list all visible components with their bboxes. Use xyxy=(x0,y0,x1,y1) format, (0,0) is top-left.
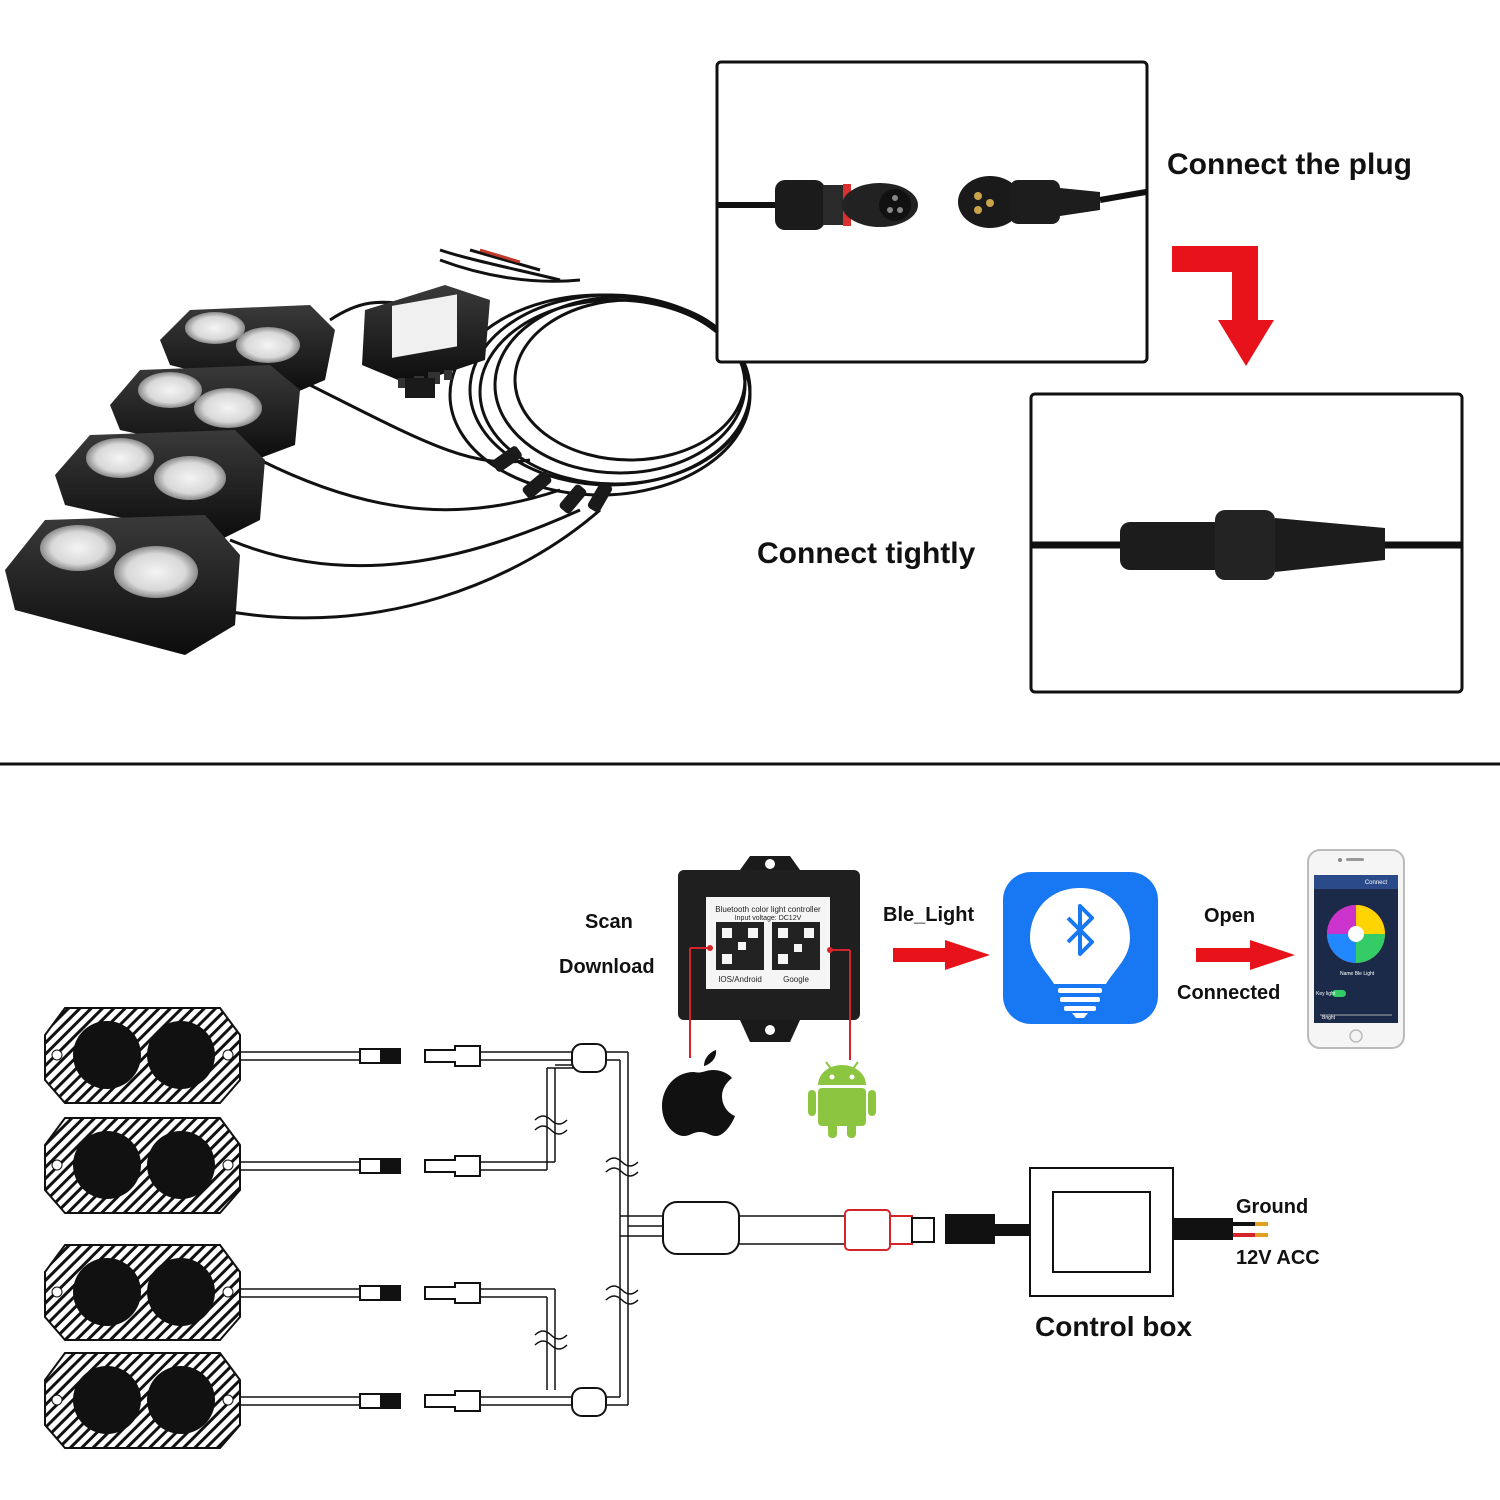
rock-light-icon-1 xyxy=(44,1007,241,1104)
controller-label-title: Bluetooth color light controller xyxy=(715,905,821,914)
plug-photo xyxy=(718,176,1147,230)
red-bent-arrow xyxy=(1172,246,1274,366)
connected-label: Connected xyxy=(1177,982,1281,1004)
controller-label-voltage: Input voltage: DC12V xyxy=(735,915,802,922)
connect-plug-label: Connect the plug xyxy=(1167,148,1412,181)
apple-icon xyxy=(662,1050,735,1136)
rock-light-icon-4 xyxy=(44,1352,241,1449)
android-icon xyxy=(808,1061,876,1138)
download-label: Download xyxy=(559,956,655,978)
red-arrow-1 xyxy=(893,940,990,970)
qr-right-label: Google xyxy=(783,975,809,984)
break-marks xyxy=(534,1115,639,1350)
smartphone xyxy=(1307,849,1405,1049)
ble-light-label: Ble_Light xyxy=(883,904,975,926)
power-leads xyxy=(1173,1218,1268,1240)
phone-header: Connect xyxy=(1365,880,1388,886)
phone-row-key: Key light xyxy=(1316,991,1336,997)
ground-label: Ground xyxy=(1236,1196,1309,1218)
rock-light-photo-3 xyxy=(55,430,265,540)
phone-row-name: Name Ble Light xyxy=(1340,971,1375,977)
rock-light-icon-3 xyxy=(44,1244,241,1341)
splitter-connectors xyxy=(424,1045,481,1412)
acc-label: 12V ACC xyxy=(1236,1247,1320,1269)
splitter-wires xyxy=(480,1051,845,1406)
cable-coil xyxy=(439,248,752,497)
bulb-icon xyxy=(1030,888,1130,1018)
open-label: Open xyxy=(1204,905,1256,927)
tight-photo xyxy=(1032,510,1461,580)
scan-label: Scan xyxy=(585,911,633,933)
splitter-joints xyxy=(571,1043,740,1417)
qr-left-label: IOS/Android xyxy=(718,975,762,984)
wire-connectors xyxy=(492,446,613,514)
control-box-label: Control box xyxy=(1035,1311,1193,1342)
connect-tightly-label: Connect tightly xyxy=(757,537,976,570)
red-arrow-2 xyxy=(1196,940,1295,970)
light-plugs xyxy=(359,1048,401,1409)
black-plug xyxy=(945,1214,1030,1244)
control-box-photo xyxy=(362,285,490,398)
light-wires xyxy=(240,1051,360,1406)
rock-light-icon-2 xyxy=(44,1117,241,1214)
red-connector xyxy=(844,1209,935,1251)
bluetooth-controller xyxy=(678,856,860,1060)
plug-photo-frame xyxy=(715,60,1149,364)
rock-light-photo-4 xyxy=(5,515,240,655)
phone-row-bright: Bright xyxy=(1322,1015,1336,1021)
